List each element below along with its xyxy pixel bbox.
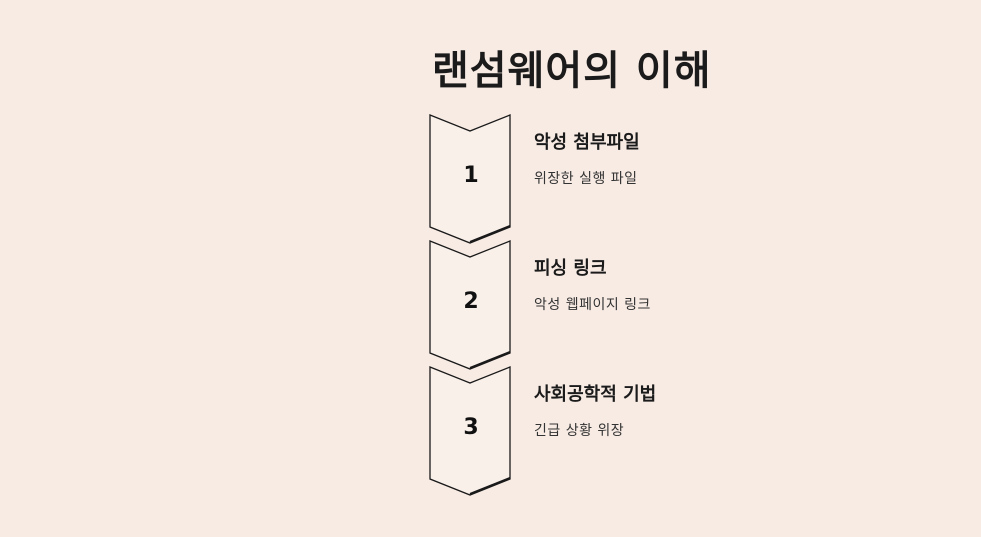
chevron-shape	[429, 366, 513, 496]
step-heading: 피싱 링크	[534, 258, 607, 279]
step-number: 3	[463, 415, 479, 440]
step-heading: 악성 첨부파일	[534, 132, 640, 153]
chevron-shape	[429, 240, 513, 370]
step-2: 2 피싱 링크 악성 웹페이지 링크	[429, 240, 749, 370]
step-number: 2	[463, 289, 479, 314]
step-description: 긴급 상황 위장	[534, 423, 625, 439]
step-1: 1 악성 첨부파일 위장한 실행 파일	[429, 114, 749, 244]
page-title: 랜섬웨어의 이해	[432, 48, 712, 94]
step-3: 3 사회공학적 기법 긴급 상황 위장	[429, 366, 749, 496]
step-number: 1	[463, 163, 479, 188]
chevron-shape	[429, 114, 513, 244]
step-heading: 사회공학적 기법	[534, 384, 657, 405]
step-description: 악성 웹페이지 링크	[534, 297, 651, 313]
step-description: 위장한 실행 파일	[534, 171, 638, 187]
